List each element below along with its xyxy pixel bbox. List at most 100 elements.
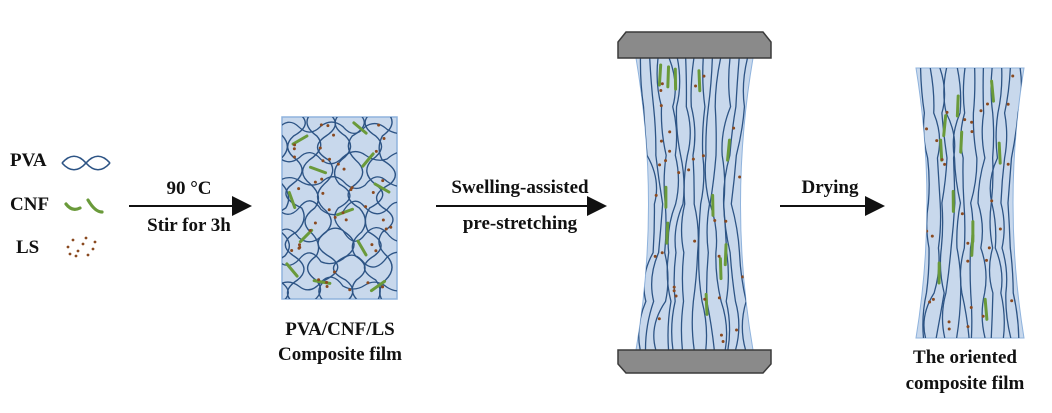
ls-particle [1010,299,1014,303]
ls-particle [713,218,717,222]
pva-chain [666,58,680,350]
ls-particle [732,126,736,130]
pva-chain [332,117,355,299]
cnf-fiber [657,63,663,87]
ls-particle [738,175,742,179]
cnf-fiber [704,292,709,316]
ls-particle [1006,162,1010,166]
ls-particle [659,104,663,108]
bottom-clamp [617,349,772,374]
ls-particle [297,187,301,191]
ls-particle [377,123,381,127]
pva-chain [977,68,987,338]
ls-particle [342,167,346,171]
cnf-fiber [298,228,314,244]
cnf-fiber [369,279,387,293]
ls-particle [308,229,312,233]
ls-particle [674,294,678,298]
cnf-fiber [352,121,368,135]
ls-particle [1006,102,1010,106]
cnf-fiber [959,130,964,154]
ls-particle [325,280,329,284]
cnf-fiber [285,262,299,278]
ls-particle [292,147,296,151]
ls-particle [721,340,725,344]
ls-particle [963,118,967,122]
ls-particle [370,243,374,247]
ls-particle [945,110,949,114]
top-clamp [617,31,772,59]
ls-particle [966,259,970,263]
ls-particle [657,317,661,321]
ls-particle [381,218,385,222]
ls-particle [348,288,352,292]
ls-particle [668,130,672,134]
ls-particle [701,154,705,158]
ls-particle [672,289,676,293]
ls-particle [969,305,973,309]
ls-particle [990,199,994,203]
ls-particle [966,241,970,245]
cnf-fiber [308,165,328,175]
ls-particle [664,159,668,163]
ls-particle [317,278,321,282]
ls-particle [659,139,663,143]
ls-particle [328,157,332,161]
ls-particle [76,249,80,253]
cnf-fiber [86,198,104,214]
ls-particle [344,218,348,222]
oriented-film [915,67,1025,339]
ls-particle [364,205,368,209]
pva-chain [919,68,930,338]
ls-particle [332,133,336,137]
ls-particle [71,238,75,242]
pva-chain [709,58,728,350]
cnf-fiber [997,141,1002,165]
oriented-film-caption-line2: composite film [905,373,1025,394]
mixing-duration-label: Stir for 3h [147,215,231,236]
cnf-fiber [291,134,309,146]
ls-particle [660,251,664,255]
ls-particle [654,193,658,197]
pva-chain [923,68,942,338]
ls-particle [298,243,302,247]
cnf-fiber [356,239,368,257]
ls-particle [318,146,322,150]
pva-chain [347,117,367,299]
ls-particle [691,157,695,161]
ls-particle [981,314,985,318]
pva-chain [697,58,708,350]
pva-chain [638,58,658,350]
ls-particle [660,82,664,86]
ls-particle [966,325,970,329]
ls-particle [668,149,672,153]
ls-particle [325,284,329,288]
ls-particle [74,254,78,258]
ls-particle [1011,74,1015,78]
pva-chain [722,58,741,350]
ls-particle [341,211,345,215]
pva-chain [375,117,397,299]
ls-particle [947,320,951,324]
ls-particle [677,171,681,175]
ls-particle [703,297,707,301]
ls-particle [374,149,378,153]
pva-chain [301,117,322,299]
ls-particle [293,143,297,147]
pva-chain [284,117,306,299]
ls-particle [374,249,378,253]
ls-particle [66,245,70,249]
cnf-fiber [955,94,960,118]
ls-particle [930,234,934,238]
pva-chain [680,58,691,350]
cnf-fiber [990,79,995,103]
composite-film [281,116,398,300]
composite-film-caption-line2: Composite film [277,344,402,365]
ls-particle [81,242,85,246]
ls-particle [928,300,932,304]
ls-particle [970,120,974,124]
legend-label-pva: PVA [10,150,47,171]
ls-particle [998,227,1002,231]
legend-label-ls: LS [16,237,40,258]
